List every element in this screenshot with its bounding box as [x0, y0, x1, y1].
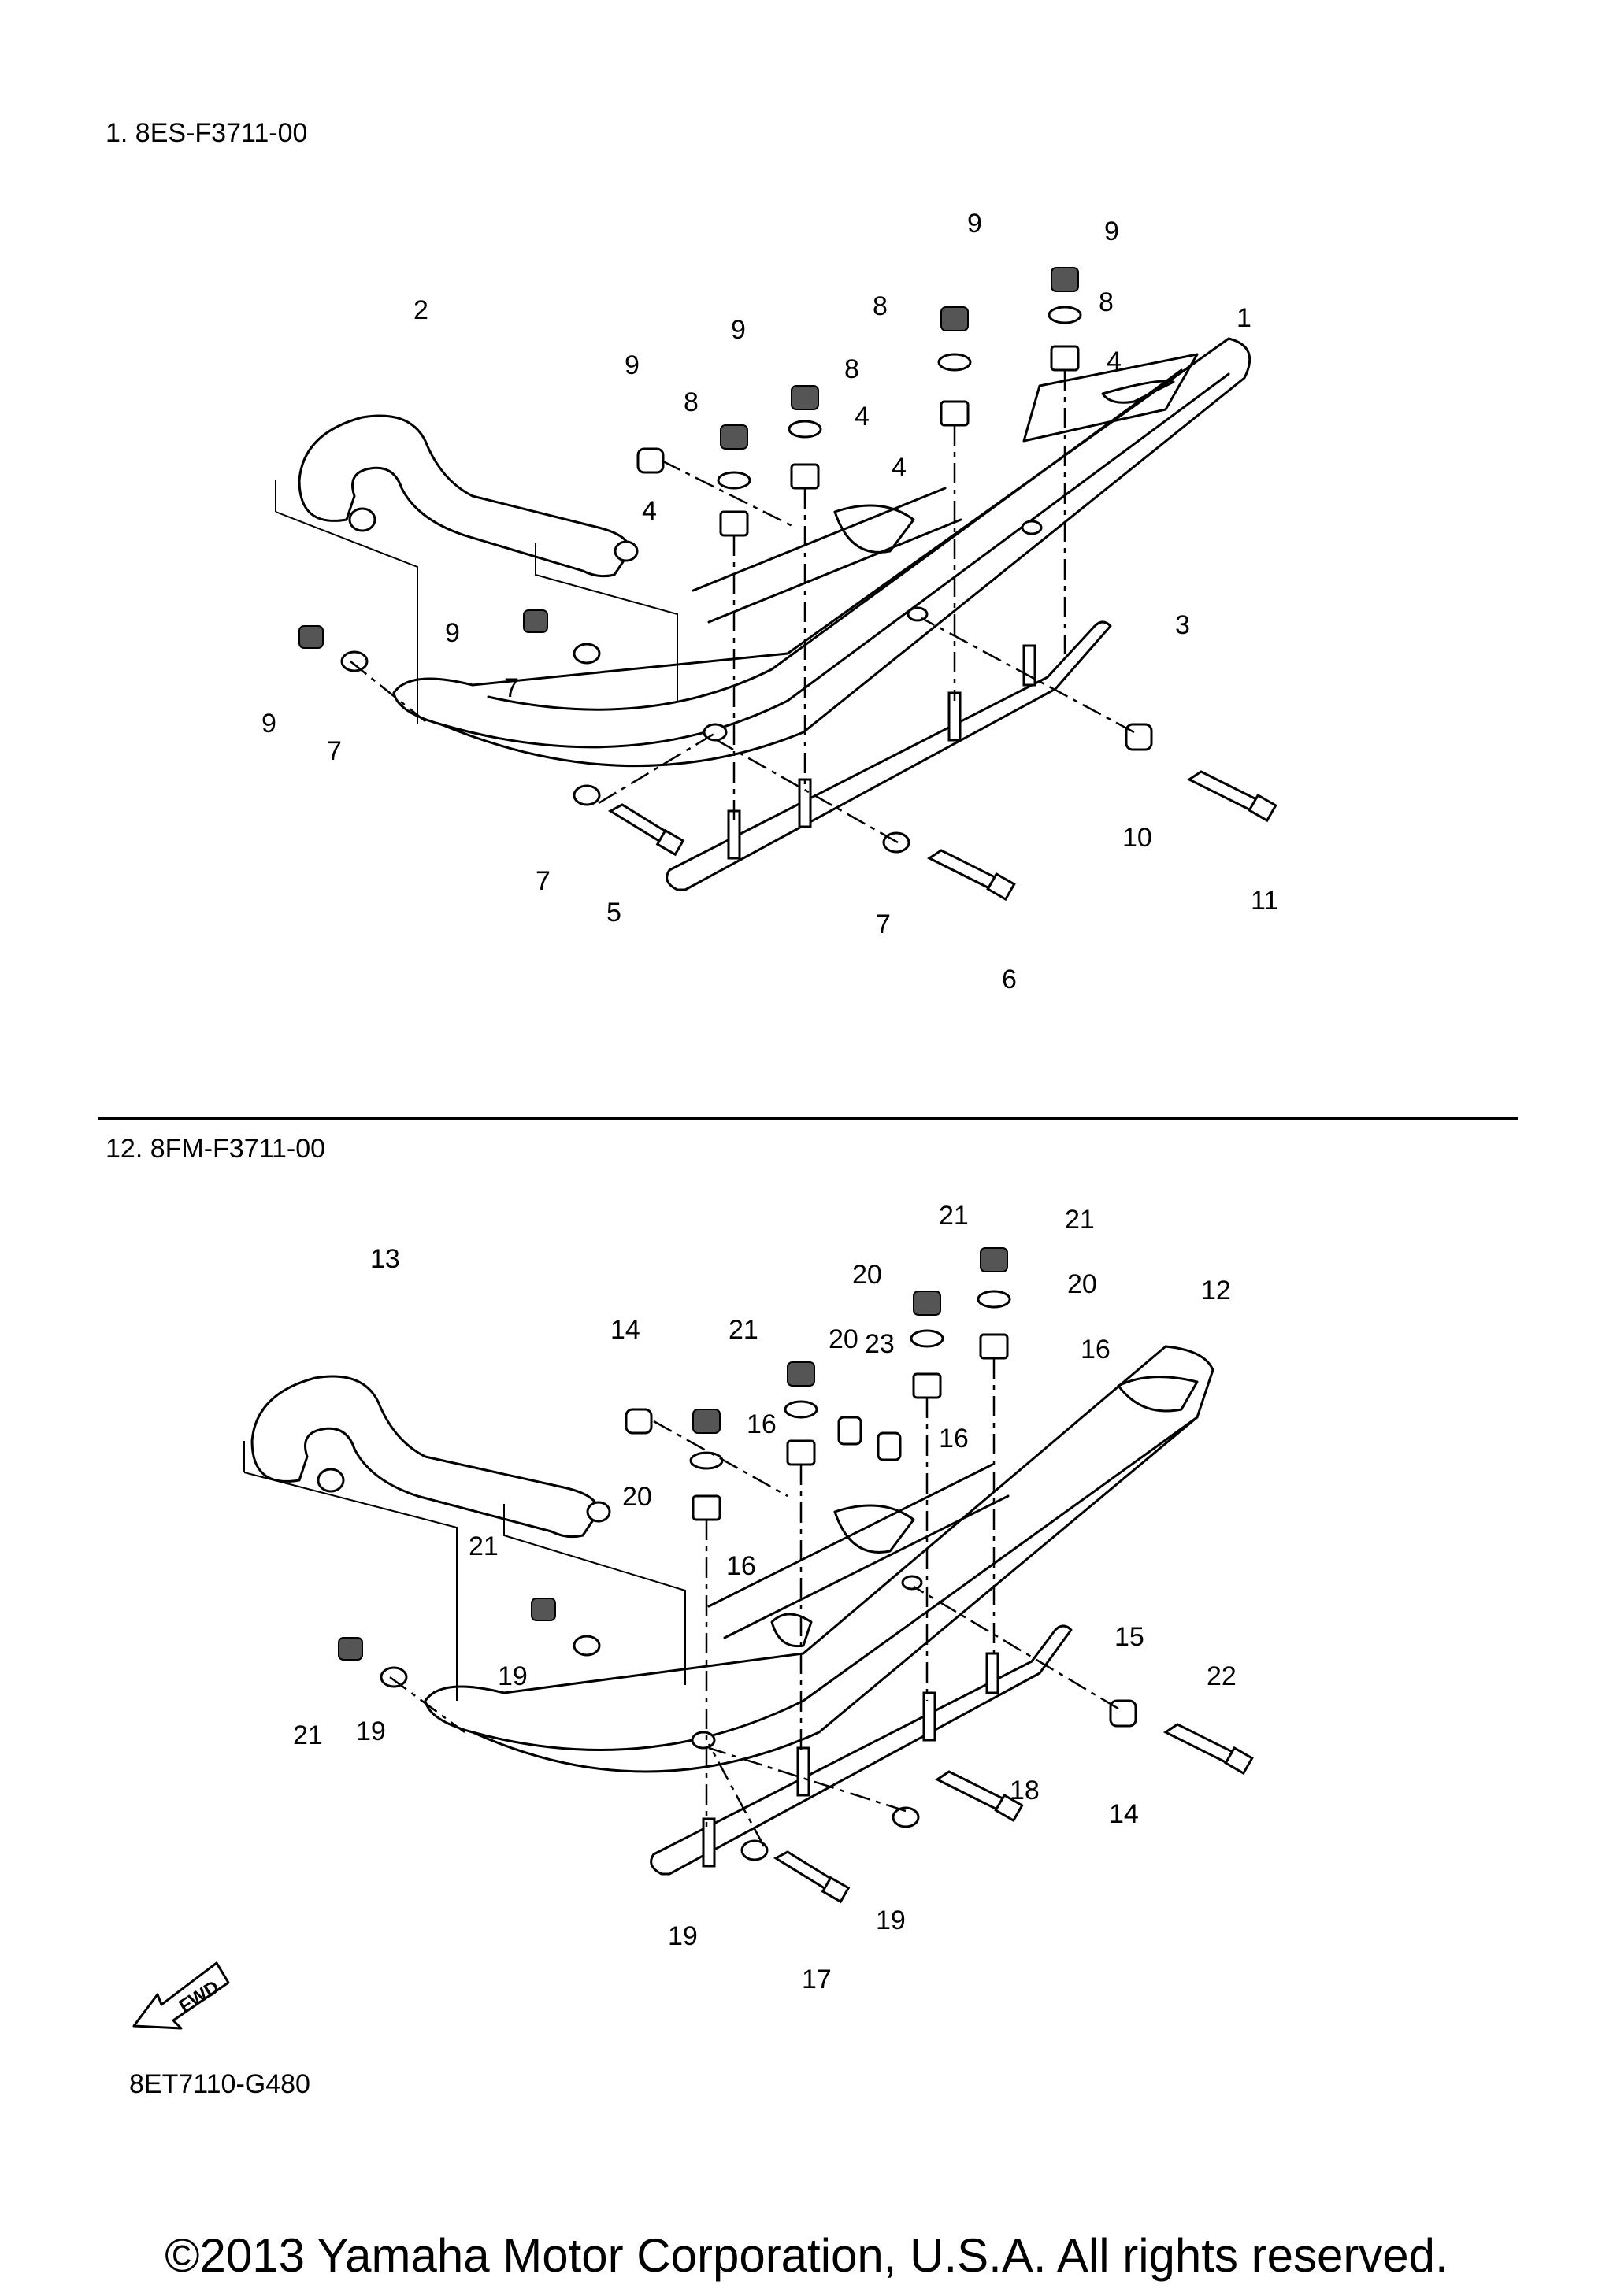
callout-3: 3 [1175, 610, 1190, 640]
forward-arrow-icon: FWD [126, 1959, 236, 2038]
callout-21: 21 [729, 1315, 758, 1345]
callout-14: 14 [1109, 1799, 1139, 1829]
callout-12: 12 [1201, 1276, 1231, 1305]
callout-4: 4 [892, 453, 907, 483]
callout-19: 19 [356, 1716, 386, 1746]
callouts-1: 1 2 3 4 4 4 4 5 6 7 7 7 7 8 8 8 8 9 9 9 … [261, 209, 1278, 994]
callout-21: 21 [939, 1201, 969, 1231]
callout-9: 9 [445, 618, 460, 648]
runner-1 [666, 620, 1112, 891]
callout-8: 8 [873, 291, 888, 321]
callout-21: 21 [1065, 1205, 1095, 1235]
copyright-notice: ©2013 Yamaha Motor Corporation, U.S.A. A… [165, 2229, 1448, 2282]
callout-9: 9 [261, 709, 276, 739]
callout-16: 16 [726, 1551, 756, 1581]
callout-6: 6 [1002, 965, 1017, 994]
callout-4: 4 [855, 402, 870, 431]
callout-19: 19 [668, 1921, 698, 1951]
callout-16: 16 [939, 1424, 969, 1454]
callout-19: 19 [876, 1905, 906, 1935]
callout-14: 14 [610, 1315, 640, 1345]
callout-21: 21 [469, 1531, 499, 1561]
callouts-2: 12 13 14 14 15 16 16 16 16 17 18 19 19 1… [293, 1201, 1237, 1994]
callout-4: 4 [642, 496, 657, 526]
centerlines-2 [389, 1358, 1119, 1847]
callout-18: 18 [1010, 1776, 1040, 1805]
centerlines-1 [350, 370, 1135, 844]
ski-2 [424, 1345, 1214, 1773]
callout-22: 22 [1207, 1661, 1237, 1691]
ski-assembly-drawing-2: 12 13 14 14 15 16 16 16 16 17 18 19 19 1… [243, 1201, 1254, 1994]
callout-8: 8 [1099, 287, 1114, 317]
callout-16: 16 [747, 1409, 777, 1439]
ski-assembly-diagram-1: 1 2 3 4 4 4 4 5 6 7 7 7 7 8 8 8 8 9 9 9 … [0, 181, 1613, 1047]
callout-10: 9 [625, 350, 640, 380]
callout-20: 20 [1067, 1269, 1097, 1299]
runner-2 [650, 1624, 1073, 1876]
diagram-code: 8ET7110-G480 [129, 2069, 310, 2099]
callout-5: 5 [606, 898, 621, 928]
callout-20: 20 [852, 1260, 882, 1290]
callout-17: 17 [802, 1965, 832, 1994]
hardware-2 [338, 1247, 1137, 1861]
section-title-1: 1. 8ES-F3711-00 [106, 118, 308, 148]
callout-21: 21 [293, 1720, 323, 1750]
callout-13: 13 [370, 1244, 400, 1274]
callout-7: 7 [536, 866, 551, 896]
callout-8: 8 [844, 354, 859, 384]
callout-23: 23 [865, 1329, 895, 1359]
callout-8: 8 [684, 387, 699, 417]
callout-9: 9 [1104, 217, 1119, 246]
callout-20: 20 [829, 1324, 858, 1354]
handle-1 [275, 414, 678, 724]
callout-7: 7 [327, 736, 342, 766]
hardware-1 [298, 267, 1153, 854]
callout-7: 7 [504, 673, 519, 703]
callout-15: 15 [1114, 1622, 1144, 1652]
bolts-1 [607, 644, 1277, 902]
ski-assembly-drawing-1: 1 2 3 4 4 4 4 5 6 7 7 7 7 8 8 8 8 9 9 9 … [261, 209, 1278, 994]
callout-19: 19 [498, 1661, 528, 1691]
callout-11: 11 [1251, 886, 1278, 916]
handle-2 [243, 1375, 686, 1701]
callout-4: 4 [1107, 346, 1122, 376]
callout-2: 2 [413, 295, 428, 325]
callout-7: 7 [876, 909, 891, 939]
callout-9: 9 [731, 315, 746, 345]
callout-20: 20 [622, 1482, 652, 1512]
bolts-2 [702, 1652, 1254, 1904]
ski-1 [392, 337, 1251, 768]
section-title-2: 12. 8FM-F3711-00 [106, 1134, 326, 1164]
ski-assembly-diagram-2: 12 13 14 14 15 16 16 16 16 17 18 19 19 1… [0, 1181, 1613, 2016]
callout-16: 16 [1081, 1335, 1111, 1365]
callout-10: 10 [1122, 823, 1152, 853]
callout-9: 9 [967, 209, 982, 239]
section-divider [98, 1117, 1518, 1120]
callout-1: 1 [1237, 303, 1251, 333]
